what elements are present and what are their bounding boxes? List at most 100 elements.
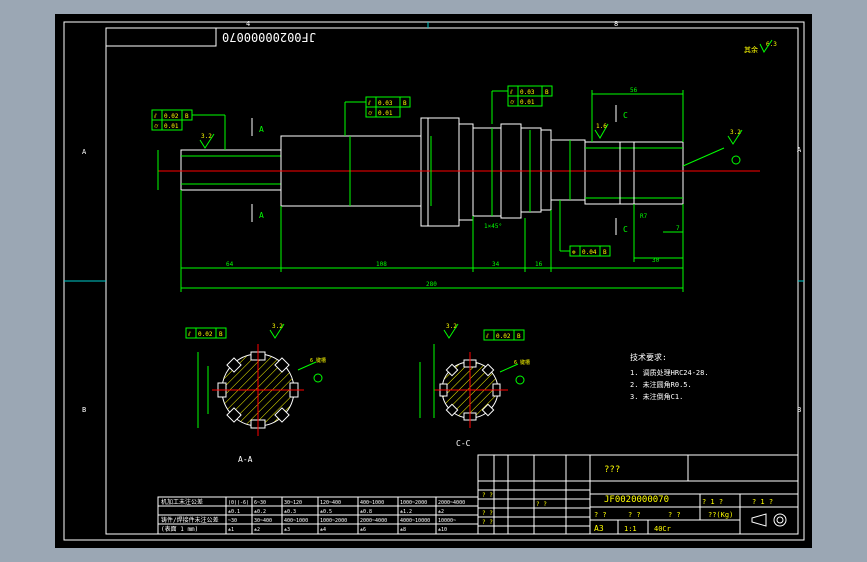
section-mark-label: C xyxy=(623,111,628,120)
svg-text:B: B xyxy=(185,113,189,120)
svg-text:⌭: ⌭ xyxy=(154,123,159,130)
table-row-label: 铸件/焊接件未注公差 xyxy=(161,516,219,524)
table-cell: 10000~ xyxy=(438,518,456,524)
table-cell: 1000~2000 xyxy=(320,518,347,524)
roughness-rest-value: 6.3 xyxy=(766,41,777,48)
svg-text:6 键槽: 6 键槽 xyxy=(310,357,326,364)
dim-text: 64 xyxy=(226,261,234,268)
tech-requirements-title: 技术要求: xyxy=(630,352,667,362)
table-cell: ±4 xyxy=(320,527,326,533)
datum-circle xyxy=(731,155,741,165)
section-a-a: ⫽ 0.02 B 3.2 6 键槽 xyxy=(185,323,326,436)
table-cell: ~30 xyxy=(228,518,237,524)
section-mark-label: A xyxy=(259,125,264,134)
svg-text:B: B xyxy=(545,89,549,96)
svg-text:⌭: ⌭ xyxy=(510,99,515,106)
title-block-field: ? ? xyxy=(594,511,607,519)
projection-symbol-icon xyxy=(751,513,787,527)
roughness-symbol xyxy=(199,133,215,149)
table-title: 机加工未注公差 xyxy=(161,498,203,506)
svg-text:0.03: 0.03 xyxy=(520,89,535,96)
table-cell: ±10 xyxy=(438,527,447,533)
dim-text: 56 xyxy=(630,87,638,94)
roughness-value: 3.2 xyxy=(730,129,741,136)
table-cell: ±0.2 xyxy=(254,509,266,515)
tolerance-frame-3: ⫽ 0.03 B ⌭ 0.01 xyxy=(491,85,553,124)
section-mark-label: A xyxy=(259,211,264,220)
dim-text: 7 xyxy=(676,225,680,232)
section-label: A-A xyxy=(238,455,253,464)
tolerance-frame-1: ⫽ 0.02 B ⌭ 0.01 xyxy=(151,109,226,150)
svg-text:⫽: ⫽ xyxy=(187,331,191,338)
tolerance-table xyxy=(157,496,479,535)
signature-field: ? ? xyxy=(536,501,547,508)
table-cell: 30~120 xyxy=(284,500,302,506)
table-cell: 30~400 xyxy=(254,518,272,524)
zone-letter: A xyxy=(82,148,87,156)
shaft-main-view xyxy=(180,117,684,227)
table-cell: 120~400 xyxy=(320,500,341,506)
svg-text:3.2: 3.2 xyxy=(272,323,283,330)
svg-text:⫽: ⫽ xyxy=(367,100,371,107)
svg-text:0.04: 0.04 xyxy=(582,249,597,256)
svg-text:B: B xyxy=(219,331,223,338)
zone-letter: B xyxy=(82,406,86,414)
table-cell: (0)(-6) xyxy=(228,500,249,506)
svg-text:B: B xyxy=(403,100,407,107)
zone-letter: B xyxy=(797,406,801,414)
tolerance-table-cells: (0)(-6) 6~30 30~120 120~400 400~1000 1000~200… xyxy=(228,500,465,533)
drawing-number-mirrored: JF00200000070 xyxy=(222,30,316,44)
tolerance-frame-2: ⫽ 0.03 B ⌭ 0.01 xyxy=(344,96,411,136)
section-mark-label: C xyxy=(623,225,628,234)
table-cell: ±6 xyxy=(360,527,366,533)
tolerance-frame-4: ⊚ 0.04 B xyxy=(559,200,611,257)
table-row-label: (表面 1 mm) xyxy=(161,525,198,533)
drawing-number-box xyxy=(105,27,217,47)
table-cell: ±1 xyxy=(228,527,234,533)
dim-text: 34 xyxy=(492,261,500,268)
svg-text:0.01: 0.01 xyxy=(520,99,535,106)
drawing-title: ??? xyxy=(604,465,620,475)
svg-text:⊚: ⊚ xyxy=(572,249,576,256)
dim-text: 1×45° xyxy=(484,223,502,230)
title-block-field: ? 1 ? xyxy=(752,498,773,506)
title-block xyxy=(477,454,799,535)
tech-requirement-item: 2. 未注圆角R0.5. xyxy=(630,380,692,389)
svg-text:0.02: 0.02 xyxy=(198,331,213,338)
table-cell: 400~1000 xyxy=(284,518,308,524)
dim-text: 30 xyxy=(652,257,660,264)
svg-text:B: B xyxy=(603,249,607,256)
zone-letter: 8 xyxy=(614,20,618,28)
table-cell: 6~30 xyxy=(254,500,266,506)
sheet-format: A3 xyxy=(594,524,604,533)
svg-text:0.02: 0.02 xyxy=(496,333,511,340)
zone-letter: 4 xyxy=(246,20,250,28)
table-cell: ±0.3 xyxy=(284,509,296,515)
dim-text: R7 xyxy=(640,213,648,220)
table-cell: ±3 xyxy=(284,527,290,533)
sheet-material: 40Cr xyxy=(654,525,671,533)
section-c-c: ⫽ 0.02 B 3.2 6 键槽 xyxy=(419,323,530,428)
table-cell: ±2 xyxy=(438,509,444,515)
signature-field: ? ? xyxy=(482,492,493,499)
mass-unit: ??(Kg) xyxy=(708,511,733,519)
sheet-scale: 1:1 xyxy=(624,525,637,533)
inner-border xyxy=(105,27,799,535)
svg-text:0.01: 0.01 xyxy=(378,110,393,117)
tech-requirement-item: 1. 调质处理HRC24-28. xyxy=(630,368,709,377)
svg-text:6 键槽: 6 键槽 xyxy=(514,359,530,366)
title-block-field: ? ? xyxy=(628,511,641,519)
table-cell: ±0.1 xyxy=(228,509,240,515)
title-block-field: ? ? xyxy=(668,511,681,519)
table-cell: 2000~4000 xyxy=(438,500,465,506)
tech-requirement-item: 3. 未注倒角C1. xyxy=(630,392,683,401)
drawing-number: JF0020000070 xyxy=(604,495,669,505)
title-block-field: ? 1 ? xyxy=(702,498,723,506)
table-cell: 2000~4000 xyxy=(360,518,387,524)
table-cell: ±2 xyxy=(254,527,260,533)
section-label: C-C xyxy=(456,439,471,448)
roughness-value: 3.2 xyxy=(201,133,212,140)
svg-text:0.02: 0.02 xyxy=(164,113,179,120)
